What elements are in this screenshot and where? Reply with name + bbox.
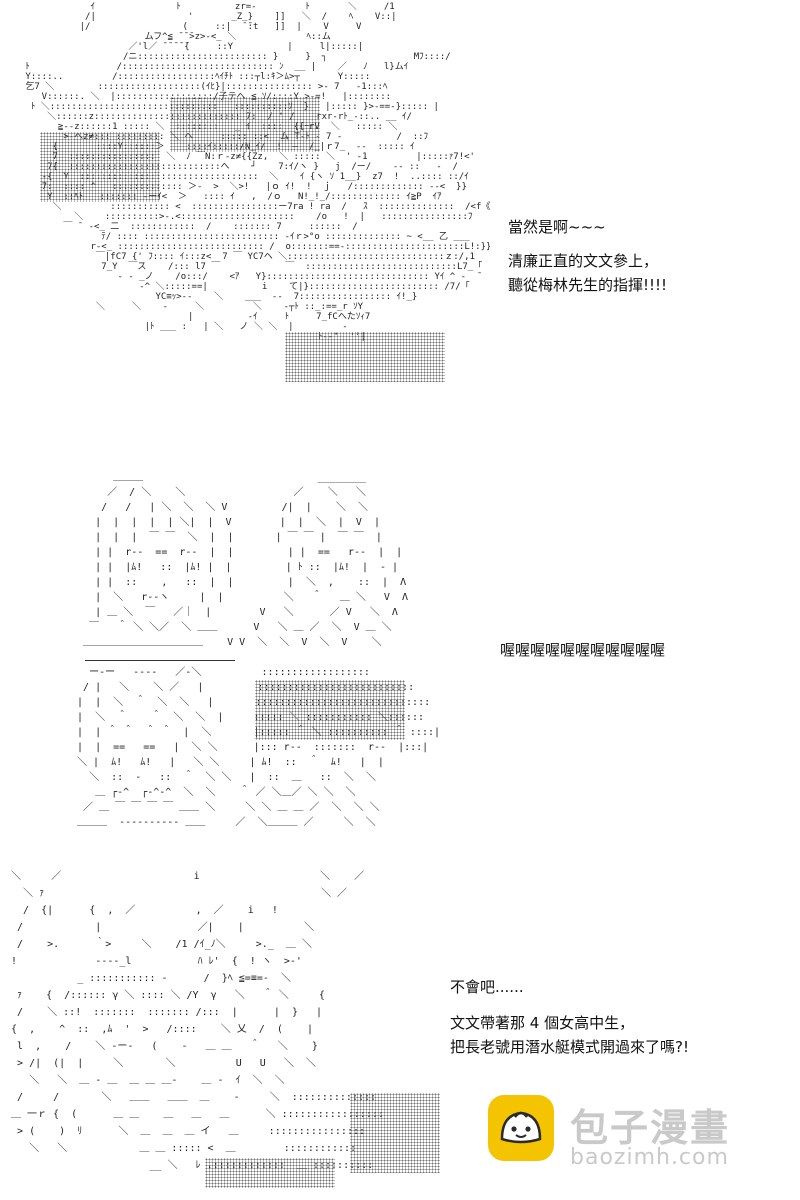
divider-line: [85, 660, 235, 661]
watermark-logo-badge: [488, 1095, 554, 1161]
caption-line: 把長老號用潛水艇模式開過來了嗎?!: [450, 1038, 689, 1056]
ascii-art-block: ＼ ／ i ＼ ／ ＼ ｧ ＼ ／ / {| { , ／ , ／ i ! / |…: [11, 871, 384, 1171]
caption-block-2: 喔喔喔喔喔喔喔喔喔喔喔: [500, 638, 665, 662]
steamed-bun-icon: [500, 1111, 542, 1144]
shading-dots: [285, 332, 445, 382]
ascii-art-panel-bottom: ＼ ／ i ＼ ／ ＼ ｧ ＼ ／ / {| { , ／ , ／ i ! / |…: [5, 868, 445, 1193]
caption-line: 聽從梅林先生的指揮!!!!: [508, 276, 668, 294]
caption-line: 喔喔喔喔喔喔喔喔喔喔喔: [500, 641, 666, 659]
watermark: 包子漫畫 baozimh.com: [488, 1095, 788, 1195]
caption-block-1: 當然是啊~~~ 清廉正直的文文參上， 聽從梅林先生的指揮!!!!: [508, 215, 667, 297]
ascii-art-panel-top: ｲ ﾄ zr=- ﾄ ＼ /1 /| ' _Z_} ]] ＼ / ﾍ V::| …: [20, 2, 490, 457]
watermark-site-url: baozimh.com: [570, 1145, 729, 1170]
shading-dots: [350, 1093, 440, 1173]
caption-line: 文文帶著那 4 個女高中生，: [450, 1014, 635, 1032]
caption-line: 清廉正直的文文參上，: [508, 252, 659, 270]
caption-line: 不會吧......: [450, 978, 524, 996]
ascii-art-block: ＿＿＿ ________ ／ / ＼ ＼ ／ ＼ ＼ / / | ＼ ＼ ＼ V…: [77, 472, 440, 828]
ascii-art-block: ｲ ﾄ zr=- ﾄ ＼ /1 /| ' _Z_} ]] ＼ / ﾍ V::| …: [25, 2, 490, 342]
shading-dots: [255, 680, 405, 740]
watermark-site-name: 包子漫畫: [570, 1106, 731, 1150]
shading-dots: [40, 132, 160, 202]
shading-dots: [170, 97, 320, 152]
caption-block-3: 不會吧...... 文文帶著那 4 個女高中生， 把長老號用潛水艇模式開過來了嗎…: [450, 975, 689, 1059]
shading-dots: [205, 1158, 335, 1188]
caption-line: 當然是啊~~~: [508, 218, 606, 236]
ascii-art-panel-four-faces: ＿＿＿ ________ ／ / ＼ ＼ ／ ＼ ＼ / / | ＼ ＼ ＼ V…: [65, 470, 440, 850]
